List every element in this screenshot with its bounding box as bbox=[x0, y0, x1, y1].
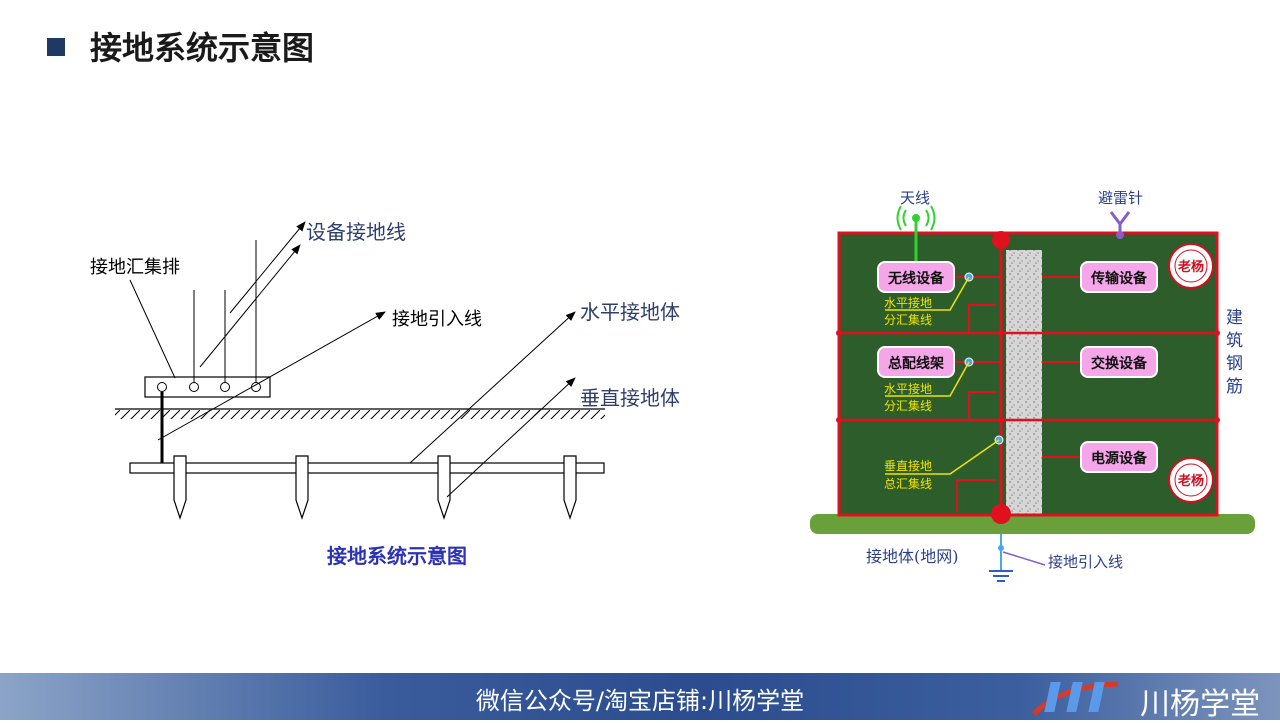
title-bullet bbox=[47, 38, 65, 56]
equipment-box-distribution-frame: 总配线架 bbox=[877, 346, 955, 378]
ground-strip bbox=[810, 514, 1255, 534]
svg-text:老杨: 老杨 bbox=[1177, 473, 1204, 489]
stamp-seal: 老杨 bbox=[1168, 243, 1214, 289]
brand-name: 川杨学堂 bbox=[1140, 687, 1260, 722]
arrow-vertical bbox=[446, 377, 576, 498]
top-junction bbox=[992, 231, 1010, 249]
earth-symbol-icon bbox=[989, 570, 1013, 582]
arrow-lead-in bbox=[157, 311, 386, 441]
ground-hatch bbox=[115, 410, 605, 419]
brand-logo-icon bbox=[1032, 681, 1119, 716]
label-earth-net: 接地体(地网) bbox=[866, 547, 959, 566]
svg-text:交换设备: 交换设备 bbox=[1091, 355, 1148, 372]
lightning-rod-icon bbox=[1109, 211, 1131, 227]
vertical-electrodes bbox=[173, 455, 577, 520]
label-horizontal-electrode: 水平接地体 bbox=[580, 300, 680, 324]
right-building-grounding-diagram: 天线 避雷针 无线设备 传输设备 总配线架 交换设备 电源设备 bbox=[810, 189, 1255, 582]
lead-in-callout-line bbox=[1002, 551, 1046, 566]
equipment-box-wireless: 无线设备 bbox=[877, 261, 955, 293]
svg-text:老杨: 老杨 bbox=[1177, 259, 1204, 275]
equipment-box-switching: 交换设备 bbox=[1080, 346, 1158, 378]
svg-text:无线设备: 无线设备 bbox=[887, 270, 945, 287]
arrow-horizontal bbox=[409, 311, 576, 464]
leader-line bbox=[129, 279, 176, 379]
label-ground-busbar: 接地汇集排 bbox=[90, 257, 180, 278]
label-floor3-bus-line2: 分汇集线 bbox=[884, 312, 932, 327]
busbar-terminal bbox=[189, 382, 199, 392]
grounding-diagram-canvas: 设备接地线 接地汇集排 接地引入线 水平接地体 垂直接地体 接地系统示意图 bbox=[90, 189, 1255, 582]
lightning-rod-base bbox=[1116, 231, 1124, 239]
label-floor2-bus-line1: 水平接地 bbox=[884, 381, 932, 396]
label-antenna: 天线 bbox=[900, 189, 930, 207]
left-grounding-schematic: 设备接地线 接地汇集排 接地引入线 水平接地体 垂直接地体 接地系统示意图 bbox=[90, 220, 680, 568]
stamp-seal: 老杨 bbox=[1168, 457, 1214, 503]
concrete-column bbox=[1006, 250, 1042, 514]
horizontal-electrode bbox=[129, 462, 605, 474]
busbar-terminal bbox=[220, 382, 230, 392]
label-ground-lead-in: 接地引入线 bbox=[392, 309, 482, 330]
label-vertical-electrode: 垂直接地体 bbox=[580, 386, 680, 410]
arrow-equipment-ground bbox=[199, 244, 301, 368]
label-building-rebar: 建 筑 钢 筋 bbox=[1226, 308, 1248, 397]
label-ground-lead-in-right: 接地引入线 bbox=[1048, 553, 1123, 571]
equipment-box-power: 电源设备 bbox=[1080, 441, 1158, 473]
arrow-equipment-ground bbox=[229, 221, 306, 314]
bus-callout-lines bbox=[885, 276, 1000, 475]
left-diagram-caption: 接地系统示意图 bbox=[327, 544, 467, 568]
svg-text:电源设备: 电源设备 bbox=[1091, 450, 1148, 467]
label-floor1-bus-line2: 总汇集线 bbox=[884, 476, 932, 491]
antenna-icon bbox=[912, 214, 920, 222]
earth-connection-point bbox=[998, 545, 1004, 551]
label-floor3-bus-line1: 水平接地 bbox=[884, 295, 932, 310]
svg-text:总配线架: 总配线架 bbox=[888, 355, 944, 372]
bottom-junction bbox=[991, 504, 1011, 524]
label-lightning-rod: 避雷针 bbox=[1098, 189, 1143, 207]
label-equipment-ground-wire: 设备接地线 bbox=[306, 220, 406, 244]
frame-junction-dots bbox=[836, 330, 1220, 423]
antenna-waves-icon bbox=[896, 205, 936, 231]
page-title: 接地系统示意图 bbox=[90, 29, 315, 67]
footer-text: 微信公众号/淘宝店铺:川杨学堂 bbox=[475, 687, 805, 715]
footer-bar bbox=[0, 673, 1280, 720]
svg-text:传输设备: 传输设备 bbox=[1090, 270, 1148, 287]
label-floor2-bus-line2: 分汇集线 bbox=[884, 398, 932, 413]
equipment-box-transmission: 传输设备 bbox=[1080, 261, 1158, 293]
label-floor1-bus-line1: 垂直接地 bbox=[884, 458, 932, 473]
ground-busbar-box bbox=[144, 376, 271, 398]
busbar-terminal bbox=[157, 382, 167, 392]
building-frame bbox=[837, 231, 1219, 517]
